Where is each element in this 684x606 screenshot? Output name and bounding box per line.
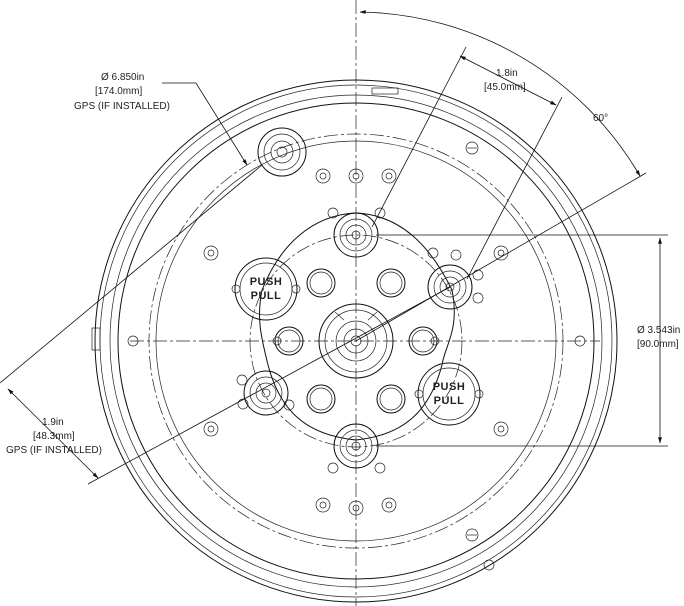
- push-pull-1-line1: PUSH: [250, 276, 283, 288]
- dim-angle: [355, 10, 647, 342]
- connector-plate: [259, 212, 455, 441]
- connector-right: [427, 264, 473, 310]
- centerlines: [130, 0, 600, 606]
- gps-offset-metric: [48.3mm]: [33, 431, 75, 442]
- push-pull-2-line2: PULL: [434, 395, 465, 407]
- push-pull-1-line2: PULL: [251, 290, 282, 302]
- port-ring: [274, 268, 438, 414]
- bolt-circle-imperial: Ø 3.543in: [637, 325, 680, 336]
- gps-connector: [257, 127, 307, 177]
- gps-diameter-imperial: Ø 6.850in: [101, 72, 144, 83]
- push-pull-2-line1: PUSH: [433, 381, 466, 393]
- gps-offset-imperial: 1.9in: [42, 417, 64, 428]
- bolt-circle-metric: [90.0mm]: [637, 339, 679, 350]
- gps-diameter-metric: [174.0mm]: [95, 86, 142, 97]
- push-pull-button-2: PUSH PULL: [417, 362, 481, 426]
- angle-value: 60°: [593, 113, 608, 124]
- center-connector: [318, 303, 394, 379]
- push-pull-button-1: PUSH PULL: [234, 257, 298, 321]
- connector-offset-imperial: 1.8in: [496, 68, 518, 79]
- gps-diameter-note: GPS (IF INSTALLED): [74, 101, 170, 112]
- dim-gps-offset: [0, 164, 451, 485]
- connector-top: [333, 212, 379, 258]
- gps-offset-note: GPS (IF INSTALLED): [6, 445, 102, 456]
- dim-connector-offset: [371, 46, 563, 280]
- connector-offset-metric: [45.0mm]: [484, 82, 526, 93]
- connector-left: [243, 370, 289, 416]
- dim-bolt-circle: [376, 234, 668, 447]
- dim-gps-diameter: [162, 82, 248, 166]
